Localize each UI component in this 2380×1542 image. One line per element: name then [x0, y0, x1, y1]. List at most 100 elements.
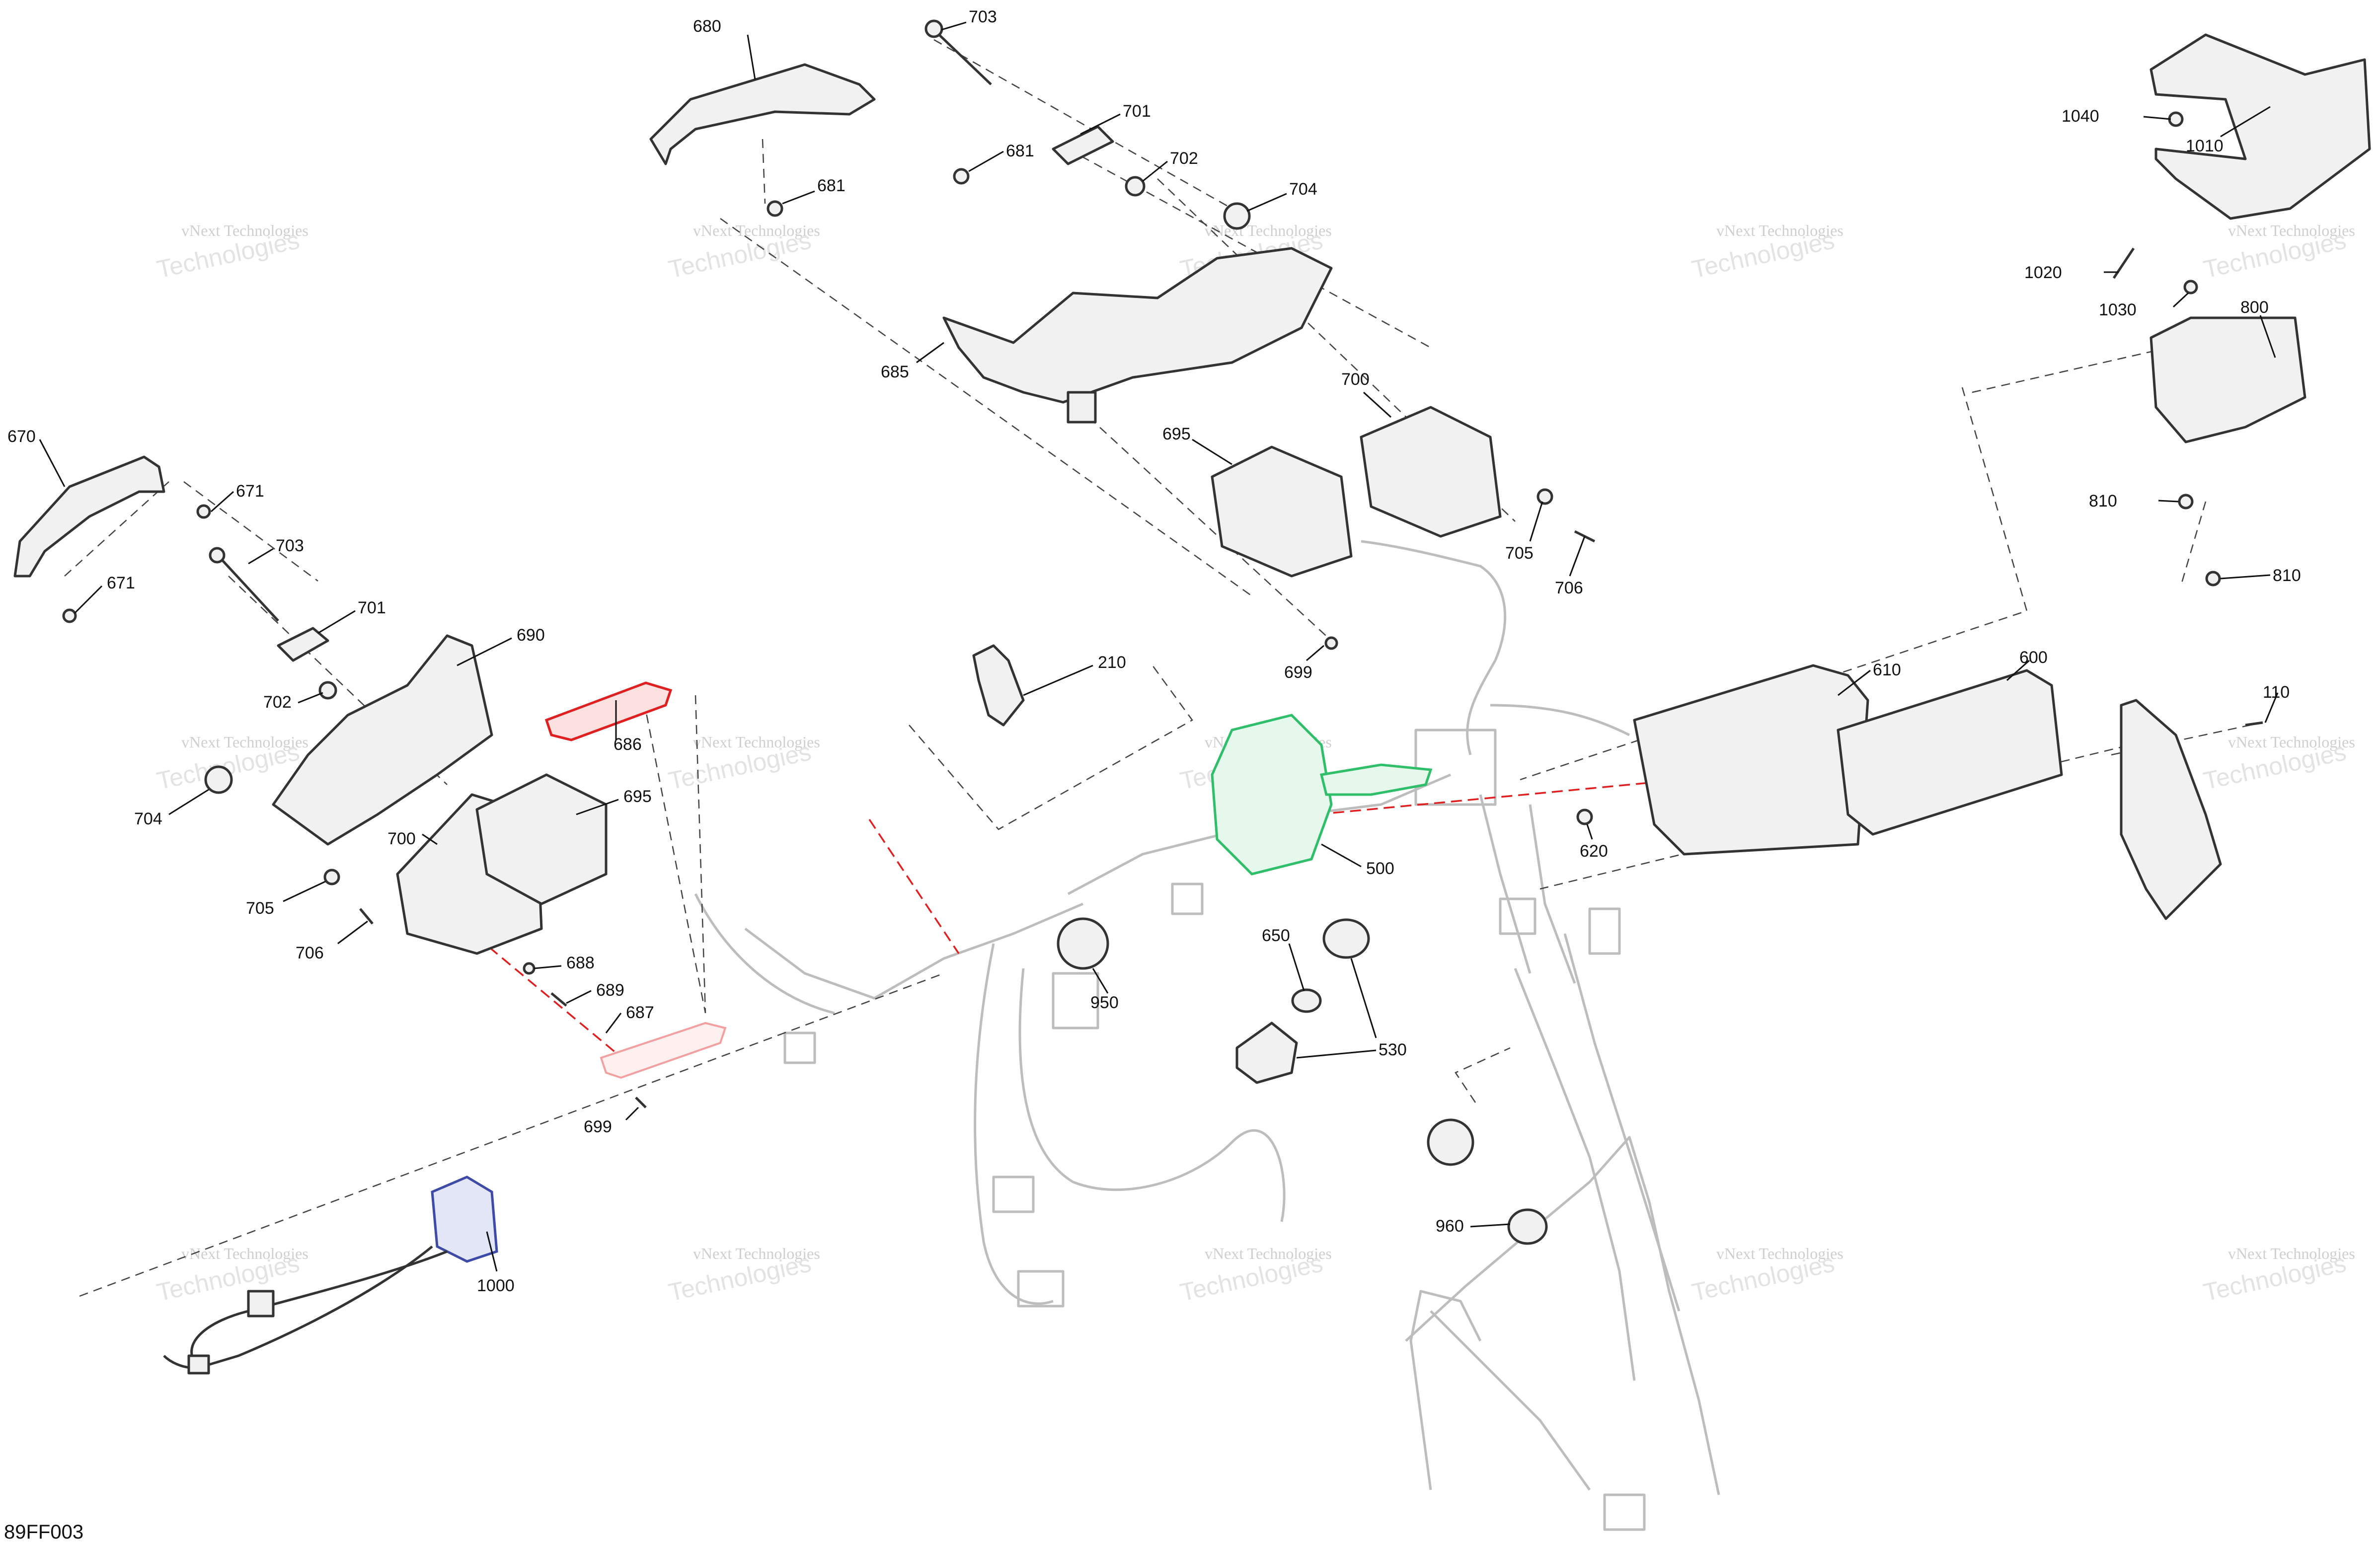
part-670-bracket — [13, 455, 165, 578]
part-704-grommet — [204, 765, 233, 794]
callout-704: 704 — [134, 809, 162, 828]
callout-leaders — [39, 21, 2279, 1272]
callout-1020: 1020 — [2024, 263, 2062, 282]
callout-950: 950 — [1090, 993, 1119, 1012]
part-671-screw — [62, 608, 77, 623]
watermark-text: vNext Technologies — [693, 733, 820, 751]
watermark: vNext Technologies Technologies — [2201, 1245, 2355, 1307]
callout-685: 685 — [881, 363, 909, 381]
callout-610: 610 — [1873, 661, 1901, 679]
callout-701: 701 — [358, 598, 386, 617]
part-690-bracket — [272, 634, 493, 846]
part-703-bolt-head — [209, 547, 226, 564]
part-800-module — [2150, 316, 2306, 443]
part-681-screw — [767, 200, 783, 217]
part-686-highlighted — [544, 681, 673, 741]
part-687-ghosted — [600, 1022, 727, 1079]
callout-labels: 680 703 701 681 702 681 704 685 700 695 … — [7, 7, 2301, 1295]
watermark-text: vNext Technologies — [2228, 221, 2355, 239]
callout-702: 702 — [1170, 149, 1198, 168]
part-702-nut — [1125, 176, 1146, 197]
watermark-text: vNext Technologies — [693, 221, 820, 239]
callout-810: 810 — [2273, 566, 2301, 585]
part-699-screw — [635, 1097, 647, 1108]
callout-686: 686 — [614, 735, 642, 754]
callout-706: 706 — [296, 944, 324, 962]
part-703-bolt-head — [924, 19, 943, 38]
callout-500: 500 — [1366, 859, 1394, 878]
watermark: vNext Technologies Technologies — [1689, 221, 1843, 284]
callout-680: 680 — [693, 17, 721, 36]
part-695-module — [1211, 445, 1353, 578]
callout-650: 650 — [1262, 926, 1290, 945]
part-810-screw — [2205, 571, 2221, 587]
part-620-grommet — [1576, 808, 1593, 825]
part-1000-highlighted — [431, 1175, 498, 1263]
part-1040-screw — [2168, 111, 2184, 127]
part-688-screw — [523, 962, 536, 975]
part-705-washer — [323, 869, 340, 885]
part-1010-bracket — [2150, 33, 2371, 220]
callout-671: 671 — [107, 574, 135, 592]
callout-1010: 1010 — [2186, 137, 2224, 155]
callout-690: 690 — [517, 626, 545, 645]
watermark: vNext Technologies Technologies — [666, 221, 820, 284]
watermark-text: vNext Technologies — [181, 221, 308, 239]
part-1000-cable — [188, 1246, 433, 1372]
frame-and-harness — [694, 540, 1720, 1531]
callout-705: 705 — [246, 899, 274, 918]
part-210-connector — [972, 644, 1025, 727]
part-700-module — [1360, 406, 1502, 538]
callout-700: 700 — [1341, 370, 1370, 389]
callout-1040: 1040 — [2062, 107, 2099, 126]
callout-702: 702 — [263, 693, 292, 712]
watermark-text: vNext Technologies — [181, 1245, 308, 1262]
callout-681: 681 — [817, 176, 845, 195]
part-695-module — [475, 773, 608, 905]
part-671-screw — [196, 504, 211, 519]
watermark: vNext Technologies Technologies — [1689, 1245, 1843, 1307]
part-685-bracket — [942, 247, 1333, 404]
part-703-bolt — [218, 555, 279, 622]
part-600-display — [1837, 669, 2063, 836]
part-1000-connector — [247, 1290, 275, 1318]
callout-689: 689 — [596, 981, 624, 1000]
watermark-text: vNext Technologies — [1205, 221, 1332, 239]
callout-671: 671 — [236, 482, 264, 501]
part-1020-bolt — [2112, 247, 2135, 279]
parts — [13, 19, 2371, 1375]
callout-701: 701 — [1123, 102, 1151, 121]
callout-703: 703 — [276, 536, 304, 555]
watermark: vNext Technologies Technologies — [1178, 1245, 1332, 1307]
callout-530: 530 — [1379, 1040, 1407, 1059]
part-1030-nut — [2183, 280, 2198, 294]
callout-700: 700 — [387, 829, 416, 848]
callout-681: 681 — [1006, 142, 1034, 160]
part-706-bolt — [359, 908, 374, 925]
watermark: vNext Technologies Technologies — [666, 1245, 820, 1307]
callout-705: 705 — [1505, 544, 1534, 563]
callout-706: 706 — [1555, 579, 1583, 597]
watermark-text: vNext Technologies — [1716, 221, 1843, 239]
part-689-spring — [550, 992, 567, 1007]
callout-703: 703 — [969, 7, 997, 26]
part-699-screw — [1324, 636, 1338, 650]
callout-960: 960 — [1436, 1217, 1464, 1236]
callout-699: 699 — [584, 1117, 612, 1136]
callout-810: 810 — [2089, 492, 2117, 511]
callout-800: 800 — [2240, 298, 2269, 317]
part-681-screw — [953, 168, 970, 185]
part-810-screw — [2178, 494, 2194, 510]
watermark: vNext Technologies Technologies — [154, 221, 308, 284]
watermark-text: vNext Technologies — [2228, 1245, 2355, 1262]
part-960-cap — [1507, 1208, 1548, 1245]
callout-600: 600 — [2019, 648, 2048, 667]
diagram-code: 89FF003 — [4, 1521, 83, 1542]
watermark: vNext Technologies Technologies — [2201, 221, 2355, 284]
part-1000-connector — [187, 1354, 210, 1375]
watermark: vNext Technologies Technologies — [666, 733, 820, 795]
callout-110: 110 — [2263, 683, 2290, 702]
callout-1000: 1000 — [477, 1276, 515, 1295]
callout-695: 695 — [1162, 425, 1191, 443]
part-500-highlighted — [1211, 714, 1333, 876]
